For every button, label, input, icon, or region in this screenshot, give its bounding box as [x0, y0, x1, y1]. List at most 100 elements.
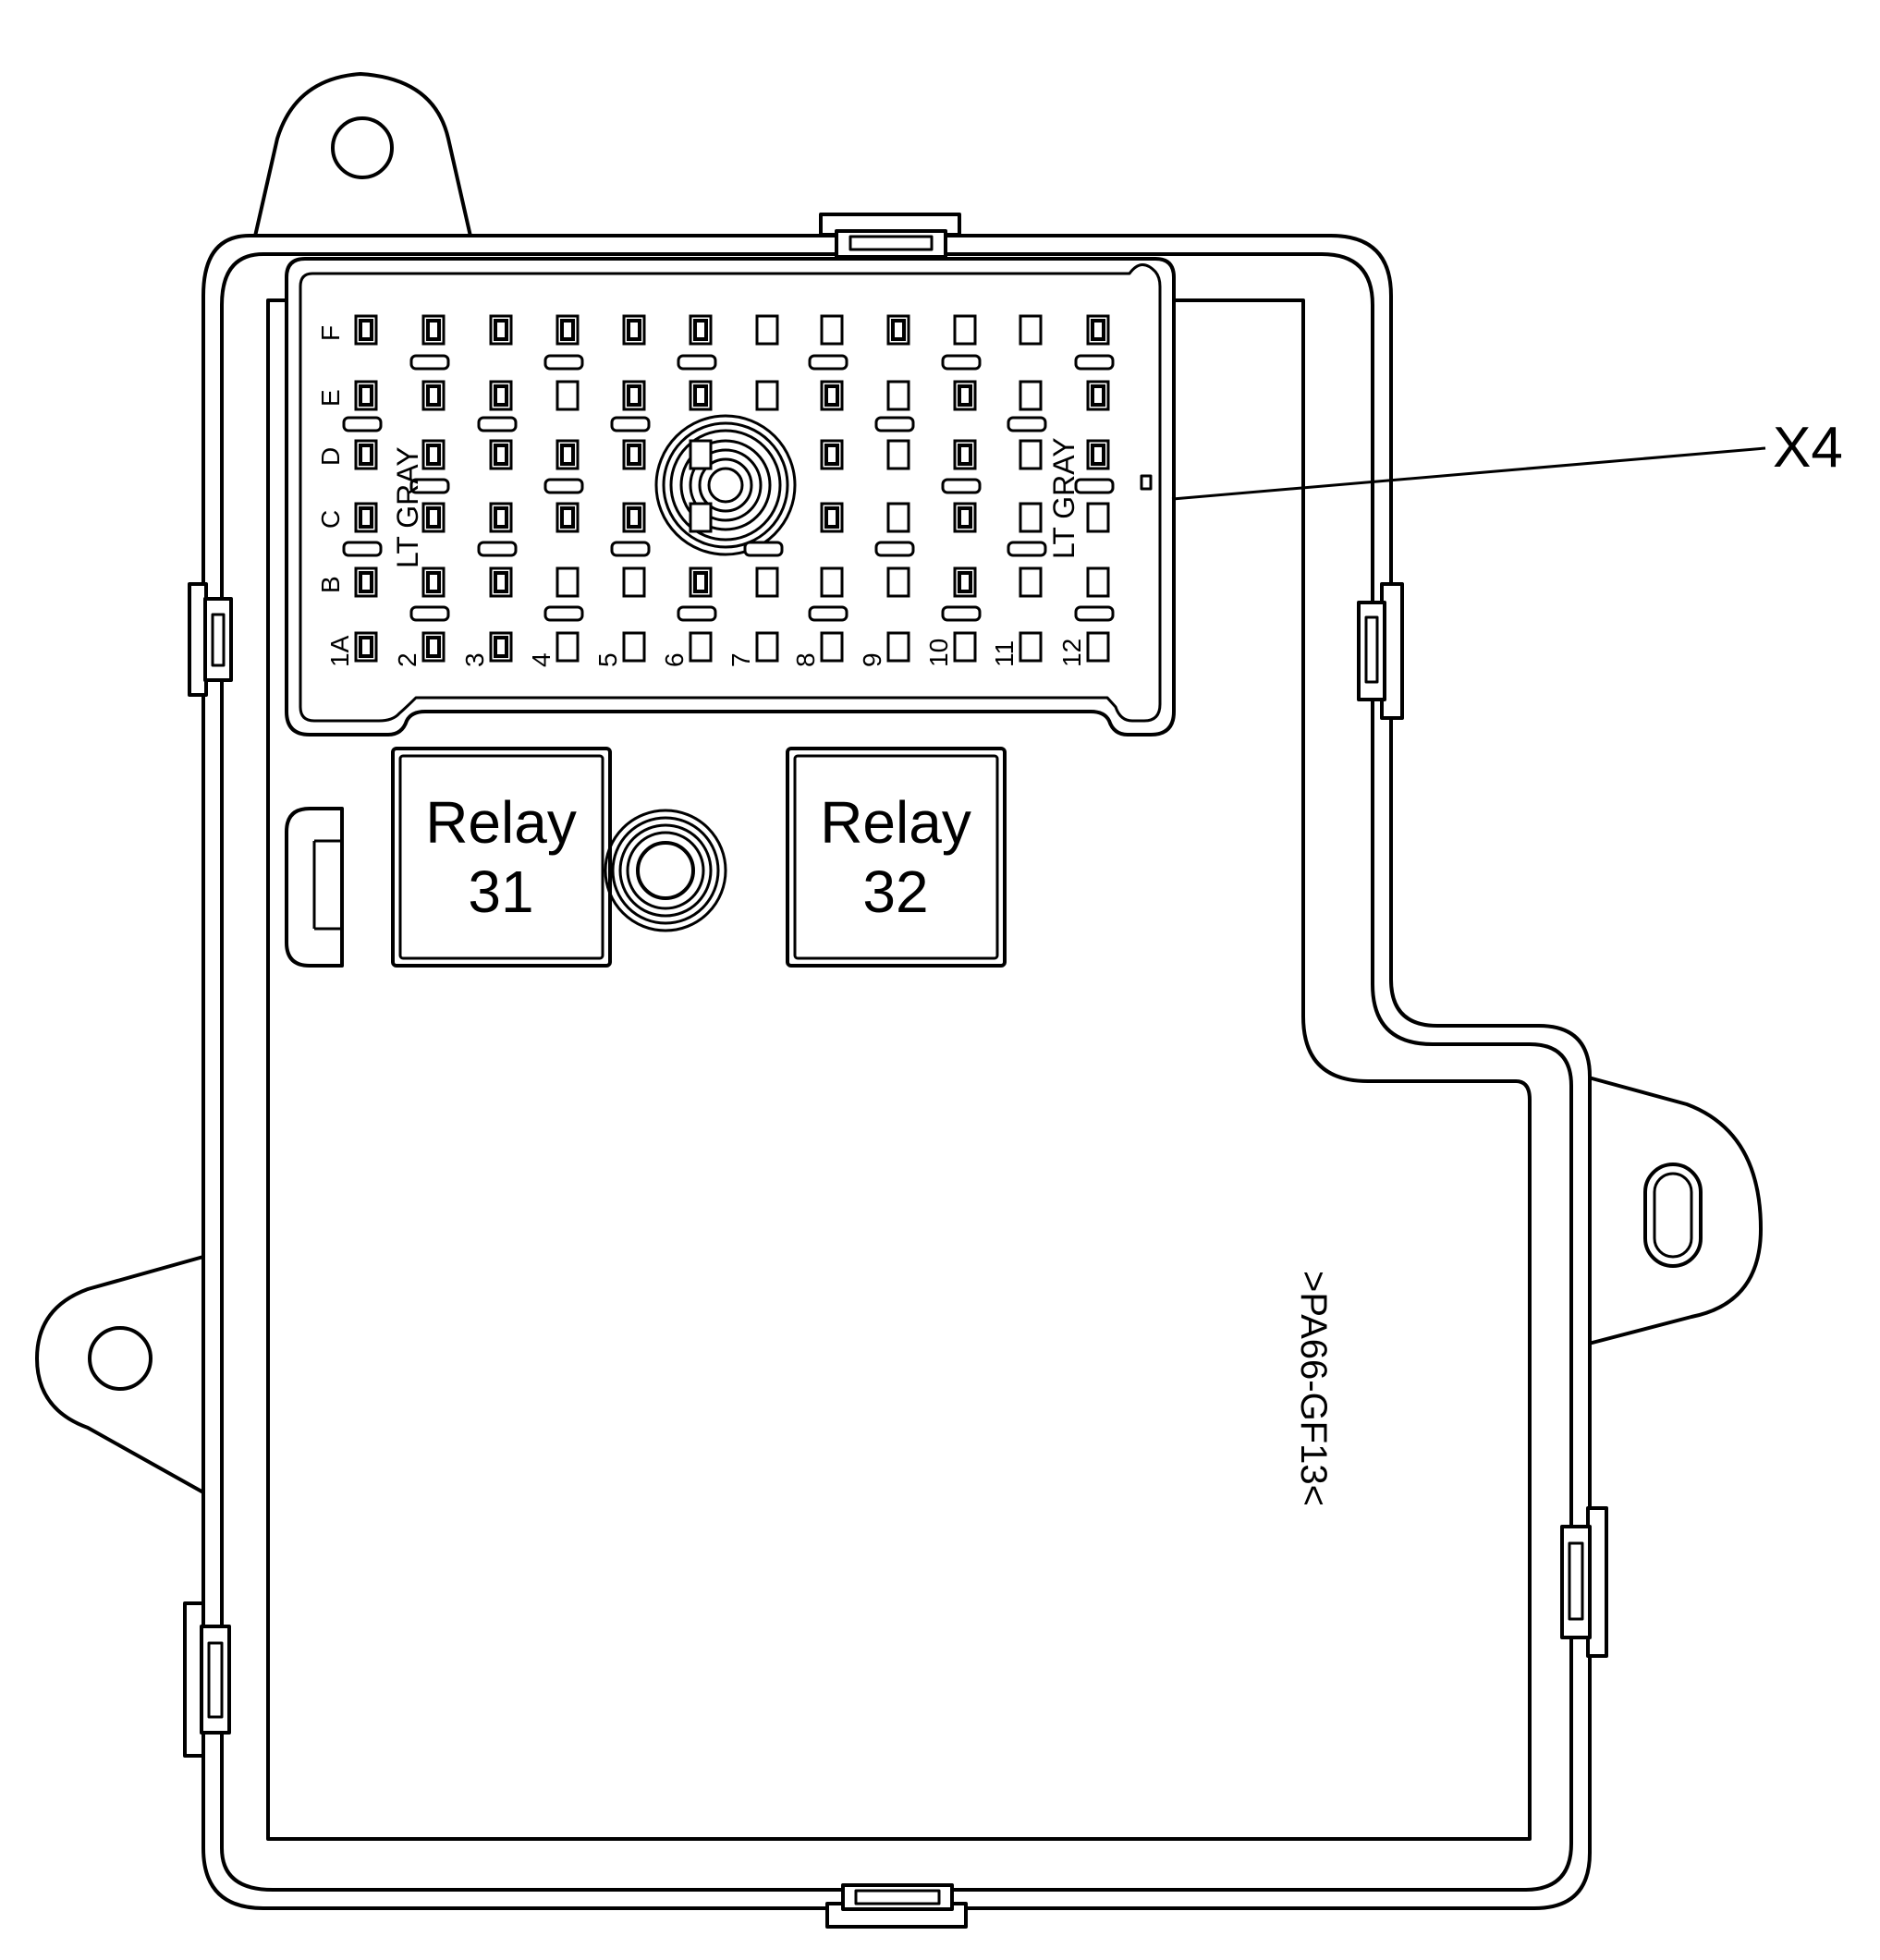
top-mounting-ear — [252, 72, 473, 242]
connector-cavity — [755, 380, 779, 411]
shield-bar — [342, 541, 383, 557]
shield-bar — [677, 354, 717, 371]
connector-cavity — [953, 631, 977, 663]
bottom-latch — [825, 1883, 968, 1929]
connector-cavity — [689, 380, 713, 411]
connector-column-label: 11 — [990, 640, 1019, 667]
shield-bar — [941, 354, 982, 371]
connector-cavity — [953, 502, 977, 533]
relay-32-word: Relay — [820, 789, 971, 856]
connector-cavity — [489, 566, 513, 598]
connector-row-label: E — [316, 389, 345, 407]
shield-bar — [543, 354, 584, 371]
connector-cavity — [755, 631, 779, 663]
connector-cavity — [755, 566, 779, 598]
connector-cavity — [622, 314, 646, 346]
shield-bar — [874, 541, 915, 557]
top-mounting-hole — [331, 116, 394, 179]
material-marking: >PA66-GF13< — [1293, 1271, 1334, 1506]
connector-cavity — [622, 380, 646, 411]
connector-row-label: D — [316, 447, 345, 466]
connector-cavity — [489, 502, 513, 533]
connector-cavity — [1086, 631, 1110, 663]
connector-cavity — [755, 314, 779, 346]
connector-cavities — [354, 314, 1110, 663]
connector-cavity — [1086, 380, 1110, 411]
connector-column-label: 9 — [858, 652, 886, 667]
connector-row-label: B — [316, 576, 345, 593]
connector-cavity — [354, 314, 378, 346]
shield-bar — [941, 605, 982, 622]
connector-cavity — [421, 380, 446, 411]
top-latch — [819, 213, 961, 259]
connector-column-label: 7 — [726, 652, 755, 667]
shield-bar — [677, 605, 717, 622]
connector-x4-inner-rim — [299, 263, 1162, 723]
callout-leader-line — [1171, 446, 1766, 501]
connector-cavity — [689, 314, 713, 346]
connector-cavity — [886, 314, 910, 346]
connector-column-label: 1A — [325, 635, 354, 667]
connector-cavity — [1019, 439, 1043, 470]
shield-bar — [409, 605, 450, 622]
shield-bar — [1074, 478, 1115, 494]
connector-cavity — [689, 502, 713, 533]
shield-bar — [743, 541, 784, 557]
callout-label-x4: X4 — [1773, 416, 1843, 480]
connector-cavity — [421, 502, 446, 533]
connector-cavity — [421, 314, 446, 346]
connector-cavity — [820, 566, 844, 598]
shield-bar — [409, 478, 450, 494]
shield-bar — [1074, 605, 1115, 622]
housing-inner-wall — [220, 252, 1573, 1892]
connector-cavity — [1086, 566, 1110, 598]
connector-cavity — [953, 314, 977, 346]
connector-cavity — [820, 314, 844, 346]
connector-cavity — [421, 566, 446, 598]
connector-cavity — [622, 566, 646, 598]
connector-column-label: 4 — [527, 652, 555, 667]
left-latch-upper — [188, 582, 233, 697]
connector-cavity — [820, 380, 844, 411]
shield-bar — [543, 478, 584, 494]
left-latch-lower — [183, 1601, 231, 1758]
connector-cavity — [421, 631, 446, 663]
connector-cavity — [555, 439, 580, 470]
connector-cavity — [886, 631, 910, 663]
relay-31-number: 31 — [468, 858, 533, 925]
connector-cavity — [489, 380, 513, 411]
connector-cavity — [622, 502, 646, 533]
connector-row-label: C — [316, 510, 345, 529]
right-mounting-slot — [1643, 1163, 1703, 1268]
shield-bar — [808, 354, 848, 371]
shield-bar — [477, 541, 518, 557]
connector-cavity — [886, 566, 910, 598]
connector-cavity — [689, 566, 713, 598]
relay-32: Relay 32 — [786, 747, 1007, 968]
shield-bar — [342, 416, 383, 432]
connector-shield-bars — [342, 354, 1115, 622]
left-mounting-ear — [35, 1255, 205, 1494]
connector-cavity — [820, 502, 844, 533]
connector-column-label: 10 — [924, 639, 953, 667]
right-latch-upper — [1357, 582, 1404, 720]
connector-cavity — [1019, 502, 1043, 533]
connector-center-post — [654, 414, 797, 556]
connector-cavity — [555, 380, 580, 411]
connector-cavity — [354, 631, 378, 663]
connector-cavity — [1019, 380, 1043, 411]
connector-cavity — [354, 380, 378, 411]
shield-bar — [610, 541, 651, 557]
connector-cavity — [489, 314, 513, 346]
right-mounting-ear — [1583, 1075, 1763, 1346]
relay-31-word: Relay — [425, 789, 577, 856]
connector-cavity — [886, 502, 910, 533]
connector-cavity — [1019, 631, 1043, 663]
mounting-stud — [604, 809, 727, 932]
connector-cavity — [555, 566, 580, 598]
shield-bar — [477, 416, 518, 432]
connector-cavity — [820, 439, 844, 470]
connector-cavity — [622, 631, 646, 663]
